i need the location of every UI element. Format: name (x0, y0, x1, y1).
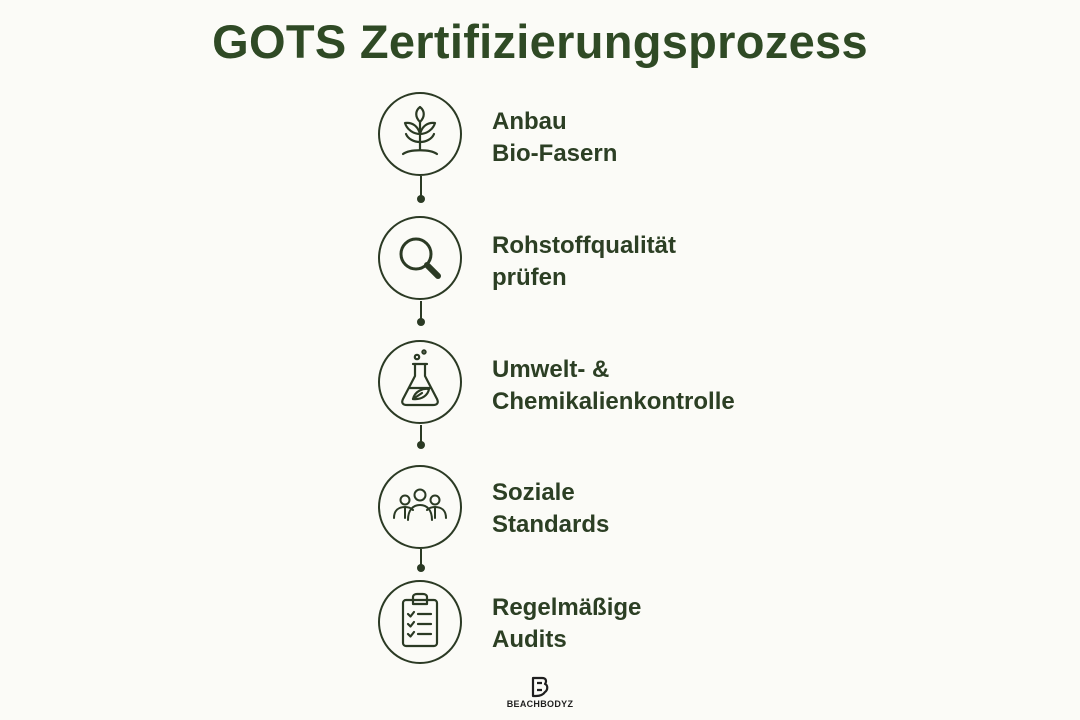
connector-dot (417, 564, 425, 572)
step-4-line1: Soziale (492, 479, 575, 506)
connector-line (420, 176, 422, 198)
step-5-label: Regelmäßige Audits (492, 592, 792, 656)
step-4-line2: Standards (492, 511, 610, 538)
step-4-circle (378, 465, 462, 549)
magnifier-icon (399, 237, 441, 279)
step-3-line1: Umwelt- & (492, 356, 610, 383)
connector-line (420, 549, 422, 570)
step-2-line1: Rohstoffqualität (492, 232, 676, 259)
step-3-label: Umwelt- & Chemikalienkontrolle (492, 354, 792, 418)
connector-line (420, 301, 422, 322)
step-5-line1: Regelmäßige (492, 594, 642, 621)
brand-logo: BEACHBODYZ (500, 676, 580, 709)
connector-dot (417, 441, 425, 449)
step-1-label: Anbau Bio-Fasern (492, 106, 792, 170)
brand-name: BEACHBODYZ (506, 699, 574, 709)
connector-dot (417, 318, 425, 326)
step-1-line1: Anbau (492, 108, 567, 135)
page-title: GOTS Zertifizierungsprozess (212, 15, 868, 68)
beachbodyz-logo-icon (531, 676, 549, 698)
step-2-label: Rohstoffqualität prüfen (492, 230, 792, 294)
step-2-circle (378, 216, 462, 300)
step-3-line2: Chemikalienkontrolle (492, 388, 735, 415)
step-2-line2: prüfen (492, 264, 567, 291)
step-5-circle (378, 580, 462, 664)
sprout-icon (401, 105, 439, 156)
step-3-circle (378, 340, 462, 424)
flask-icon (401, 349, 439, 407)
step-1-line2: Bio-Fasern (492, 140, 618, 167)
connector-line (420, 425, 422, 446)
people-icon (393, 488, 447, 521)
clipboard-checklist-icon (401, 592, 439, 648)
step-1-circle (378, 92, 462, 176)
step-4-label: Soziale Standards (492, 477, 792, 541)
step-5-line2: Audits (492, 626, 567, 653)
connector-dot (417, 195, 425, 203)
